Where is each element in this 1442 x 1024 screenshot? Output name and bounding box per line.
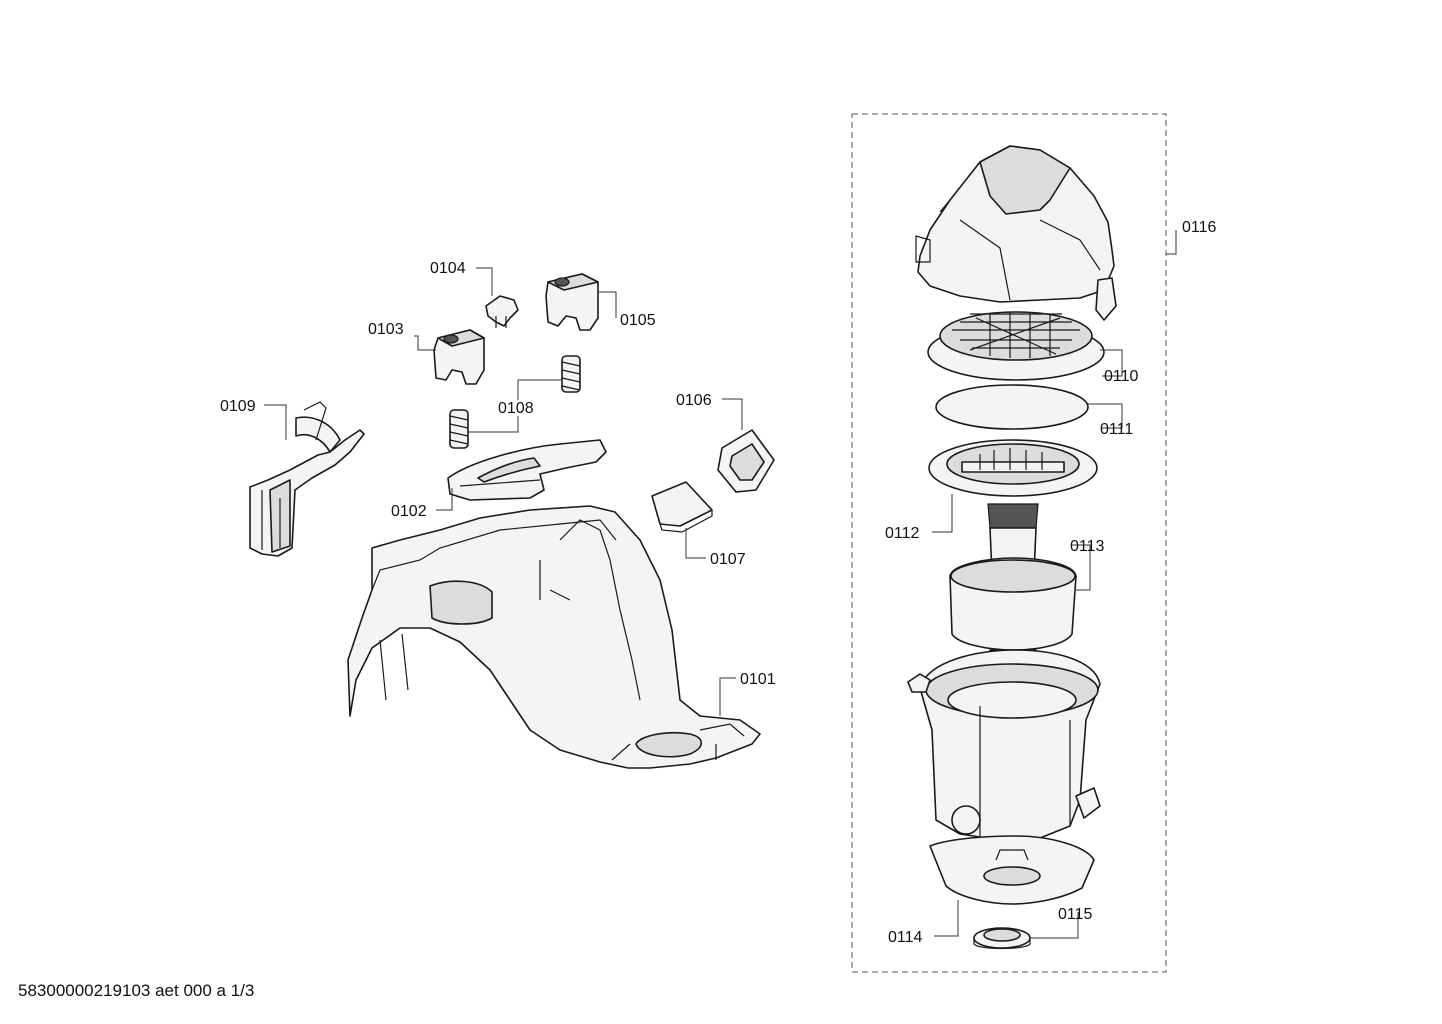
label-0112: 0112 <box>885 525 920 542</box>
label-0102: 0102 <box>391 503 427 520</box>
label-0110: 0110 <box>1104 368 1139 385</box>
part-0104-knob <box>485 295 519 328</box>
label-0103: 0103 <box>368 321 404 338</box>
spring-lower <box>449 409 469 449</box>
part-0101-housing <box>347 505 761 769</box>
label-0106: 0106 <box>676 392 712 409</box>
leader-lines <box>264 230 1177 939</box>
part-dust-bin <box>907 649 1101 841</box>
part-0115-seal <box>973 927 1031 950</box>
label-0113: 0113 <box>1070 538 1105 555</box>
part-0102-cover <box>447 439 607 501</box>
part-0111-disc <box>935 384 1089 430</box>
label-0114: 0114 <box>888 929 923 946</box>
part-0112-cyclone-head <box>928 439 1098 529</box>
assembly-0116-boundary <box>851 113 1167 973</box>
part-0105-latch <box>545 273 599 331</box>
part-0103-latch <box>433 329 485 385</box>
label-0116: 0116 <box>1182 219 1217 236</box>
part-0108-springs <box>449 355 581 449</box>
label-0111: 0111 <box>1100 421 1133 438</box>
part-0114-bottom-lid <box>929 835 1095 905</box>
label-0109: 0109 <box>220 398 256 415</box>
label-0104: 0104 <box>430 260 466 277</box>
part-lid <box>915 145 1117 321</box>
part-0110-grille <box>927 311 1105 381</box>
label-0101: 0101 <box>740 671 776 688</box>
label-0108: 0108 <box>498 400 534 417</box>
document-footer-id: 58300000219103 aet 000 a 1/3 <box>18 981 255 1000</box>
part-0109-bracket <box>249 401 365 557</box>
label-0107: 0107 <box>710 551 746 568</box>
part-labels: 0104 0105 0103 0109 0108 0102 0106 0107 … <box>220 219 1217 946</box>
spring-upper <box>561 355 581 393</box>
label-0115: 0115 <box>1058 906 1093 923</box>
part-0107-pad <box>651 481 713 533</box>
part-0106-gasket <box>717 429 775 493</box>
label-0105: 0105 <box>620 312 656 329</box>
